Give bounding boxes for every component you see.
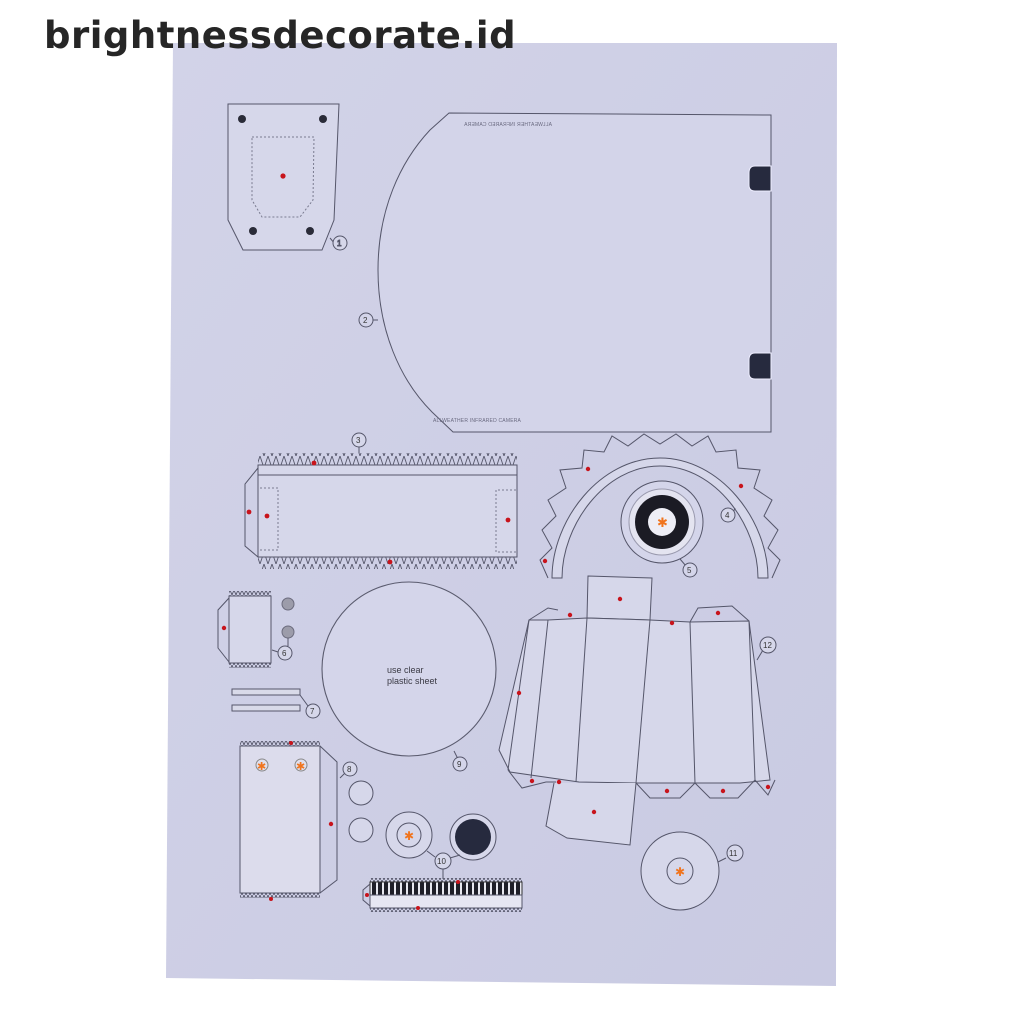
piece-3-label: 3 <box>356 436 361 445</box>
piece-12: 12 <box>498 575 777 846</box>
mirrored-print-text: ALLWEATHER INFRARED CAMERA <box>463 122 552 128</box>
piece-10: ✱ 10 <box>362 811 523 912</box>
piece-11: ✱ 11 <box>640 831 744 911</box>
piece-1-label: 1 <box>337 239 342 248</box>
print-text: ALLWEATHER INFRARED CAMERA <box>433 418 522 424</box>
piece-2-label: 2 <box>363 316 368 325</box>
piece-4: 4 <box>539 433 781 579</box>
piece-12-label: 12 <box>763 641 772 650</box>
svg-text:✱: ✱ <box>675 865 685 879</box>
piece-8: ✱ ✱ 8 <box>239 741 374 901</box>
piece-6-label: 6 <box>282 649 287 658</box>
piece-5-label: 5 <box>687 566 692 575</box>
svg-text:✱: ✱ <box>257 760 266 773</box>
piece-6: 6 <box>217 591 295 668</box>
piece-10-label: 10 <box>437 857 446 866</box>
svg-text:✱: ✱ <box>296 760 305 773</box>
piece-5: ✱ 5 <box>620 480 704 578</box>
svg-text:✱: ✱ <box>657 516 668 531</box>
piece-8-label: 8 <box>347 765 352 774</box>
svg-text:✱: ✱ <box>404 829 414 843</box>
piece-7: 7 <box>231 688 321 719</box>
piece-4-label: 4 <box>725 511 730 520</box>
piece-3: 3 <box>244 432 518 569</box>
piece-11-label: 11 <box>729 849 738 858</box>
piece-2: ALLWEATHER INFRARED CAMERA ALLWEATHER IN… <box>358 112 772 433</box>
piece-1: 1 <box>227 103 348 251</box>
piece-7-label: 7 <box>310 707 315 716</box>
piece-9-note-line1: use clear <box>387 665 424 675</box>
piece-9: use clear plastic sheet 9 <box>321 581 497 772</box>
piece-9-label: 9 <box>457 760 462 769</box>
piece-9-note-line2: plastic sheet <box>387 676 438 686</box>
store-watermark: brightnessdecorate.id <box>44 14 517 57</box>
